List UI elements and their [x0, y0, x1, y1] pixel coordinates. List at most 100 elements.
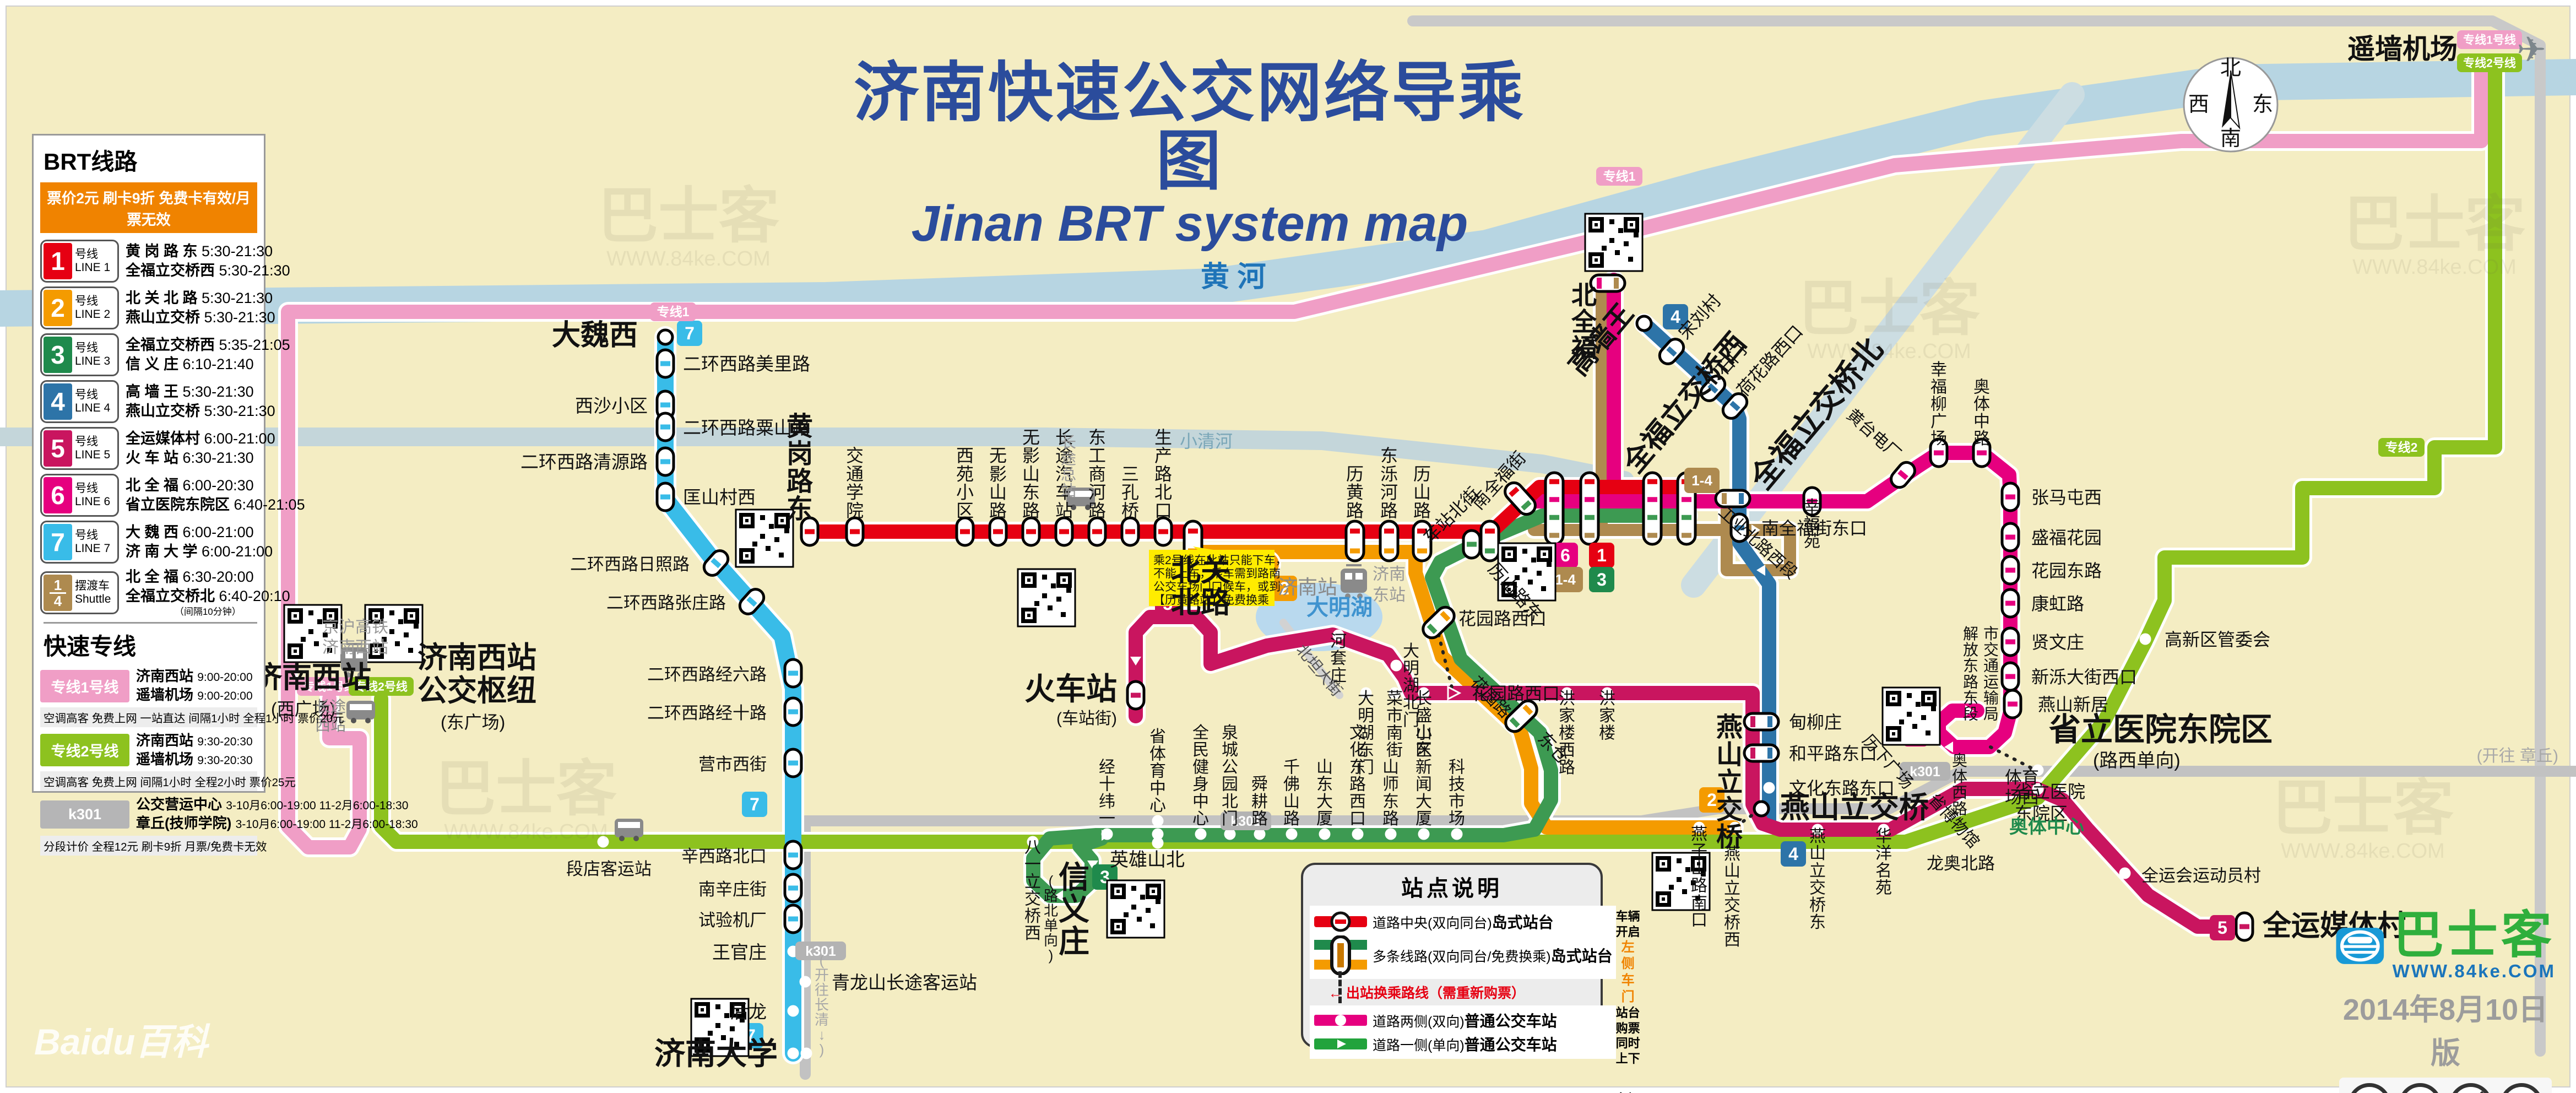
svg-text:解: 解 — [1963, 625, 1978, 642]
map-label: 历山路 — [1413, 464, 1431, 521]
svg-text:路: 路 — [1283, 810, 1300, 828]
cc-nd-icon: = — [2500, 1083, 2543, 1093]
svg-text:山: 山 — [989, 483, 1007, 502]
svg-text:市: 市 — [1983, 625, 1999, 642]
map-label: 遥墙机场 — [2347, 34, 2458, 64]
train-icon — [1341, 564, 1367, 599]
map-label: 河套庄 — [1330, 632, 1347, 685]
station-stop — [1729, 821, 1741, 834]
map-label: 文化东路东口 — [1789, 778, 1895, 798]
station-stop — [1152, 828, 1164, 840]
svg-text:✈: ✈ — [2517, 30, 2546, 69]
multi-line-station-icon — [1314, 935, 1367, 975]
map-label: 济南 — [1373, 565, 1406, 583]
map-label: 段店客运站 — [566, 859, 652, 879]
svg-text:生: 生 — [1154, 428, 1172, 447]
map-label: 小清河 — [1180, 431, 1233, 451]
brt-legend-header: BRT线路 — [44, 149, 138, 175]
map-label: 辛西路北口 — [681, 847, 767, 866]
map-label: 幸福苑 — [1804, 498, 1820, 550]
station — [655, 481, 675, 512]
line-badge: 专线1 — [1596, 167, 1642, 186]
line-badge: k301 — [795, 942, 846, 960]
svg-text:站: 站 — [1061, 482, 1076, 499]
station — [783, 903, 803, 934]
svg-text:专线1: 专线1 — [657, 305, 690, 319]
svg-text:东: 东 — [1316, 776, 1333, 794]
svg-text:(: ( — [820, 952, 825, 968]
transfer-dash — [1989, 745, 2035, 771]
map-label: 北全福 — [1571, 281, 1597, 362]
svg-text:山: 山 — [1809, 845, 1826, 863]
map-label: 高新区管委会 — [2165, 630, 2270, 650]
svg-text:东: 东 — [2252, 93, 2273, 116]
door-note-right: 车辆开启 右侧车门 前门上车购票 中、后门下车 — [1616, 1091, 1640, 1093]
svg-text:文: 文 — [1349, 724, 1366, 742]
map-label: 花园路西口 — [1458, 609, 1547, 629]
svg-text:交: 交 — [1809, 879, 1826, 897]
svg-text:山: 山 — [1022, 464, 1040, 484]
svg-text:经: 经 — [1099, 758, 1115, 776]
map-label: (路西单向) — [2093, 750, 2181, 771]
station — [738, 588, 766, 615]
map-label: 康虹路 — [2031, 594, 2084, 614]
station-stop — [800, 1047, 812, 1059]
cc-nc-icon: $ — [2449, 1083, 2492, 1093]
station-stop — [2032, 783, 2044, 795]
two-side-stop-icon — [1314, 1015, 1367, 1026]
svg-text:北: 北 — [2220, 57, 2241, 80]
map-label: 济南西站 — [252, 661, 371, 694]
svg-text:纬: 纬 — [1099, 793, 1115, 811]
svg-text:西: 西 — [1724, 931, 1740, 949]
svg-text:路: 路 — [1022, 501, 1040, 521]
svg-text:山: 山 — [1716, 740, 1743, 770]
svg-text:民: 民 — [1192, 741, 1209, 759]
svg-text:长: 长 — [1061, 434, 1076, 451]
fare-note: 票价2元 刷卡9折 免费卡有效/月票无效 — [40, 182, 257, 233]
svg-text:山: 山 — [1724, 862, 1740, 880]
svg-text:楼: 楼 — [1599, 724, 1615, 742]
line-badge: 7 — [677, 321, 702, 346]
station — [655, 348, 675, 379]
qr-code — [1651, 852, 1711, 911]
qr-code — [1881, 686, 1941, 746]
svg-text:东: 东 — [1809, 913, 1826, 932]
station — [1412, 520, 1433, 562]
direction-arrow — [1944, 742, 1953, 753]
station — [783, 873, 803, 903]
svg-text:奥: 奥 — [1973, 378, 1990, 396]
svg-text:山: 山 — [1691, 859, 1707, 878]
svg-text:路: 路 — [1088, 501, 1106, 521]
svg-text:西: 西 — [1024, 924, 1041, 943]
station — [1929, 437, 1949, 468]
svg-text:巴士客: 巴士客 — [2344, 191, 2525, 258]
svg-text:大: 大 — [1416, 793, 1432, 811]
svg-text:巴士客: 巴士客 — [1798, 275, 1980, 343]
station-stop — [1319, 828, 1331, 840]
svg-text:北: 北 — [1044, 902, 1058, 919]
station — [1479, 520, 1500, 562]
svg-text:育: 育 — [1149, 762, 1166, 781]
station — [1753, 800, 1770, 818]
svg-text:山: 山 — [1283, 793, 1300, 811]
svg-text:不能上车，乘车需到路南: 不能上车，乘车需到路南 — [1153, 567, 1281, 580]
station — [1802, 486, 1822, 517]
line-badge: 专线2号线 — [2457, 53, 2522, 72]
line-badge: 专线2 — [2378, 438, 2425, 457]
station — [1087, 516, 1107, 547]
station — [1635, 315, 1653, 332]
qr-code — [690, 998, 750, 1057]
station — [2000, 522, 2020, 553]
